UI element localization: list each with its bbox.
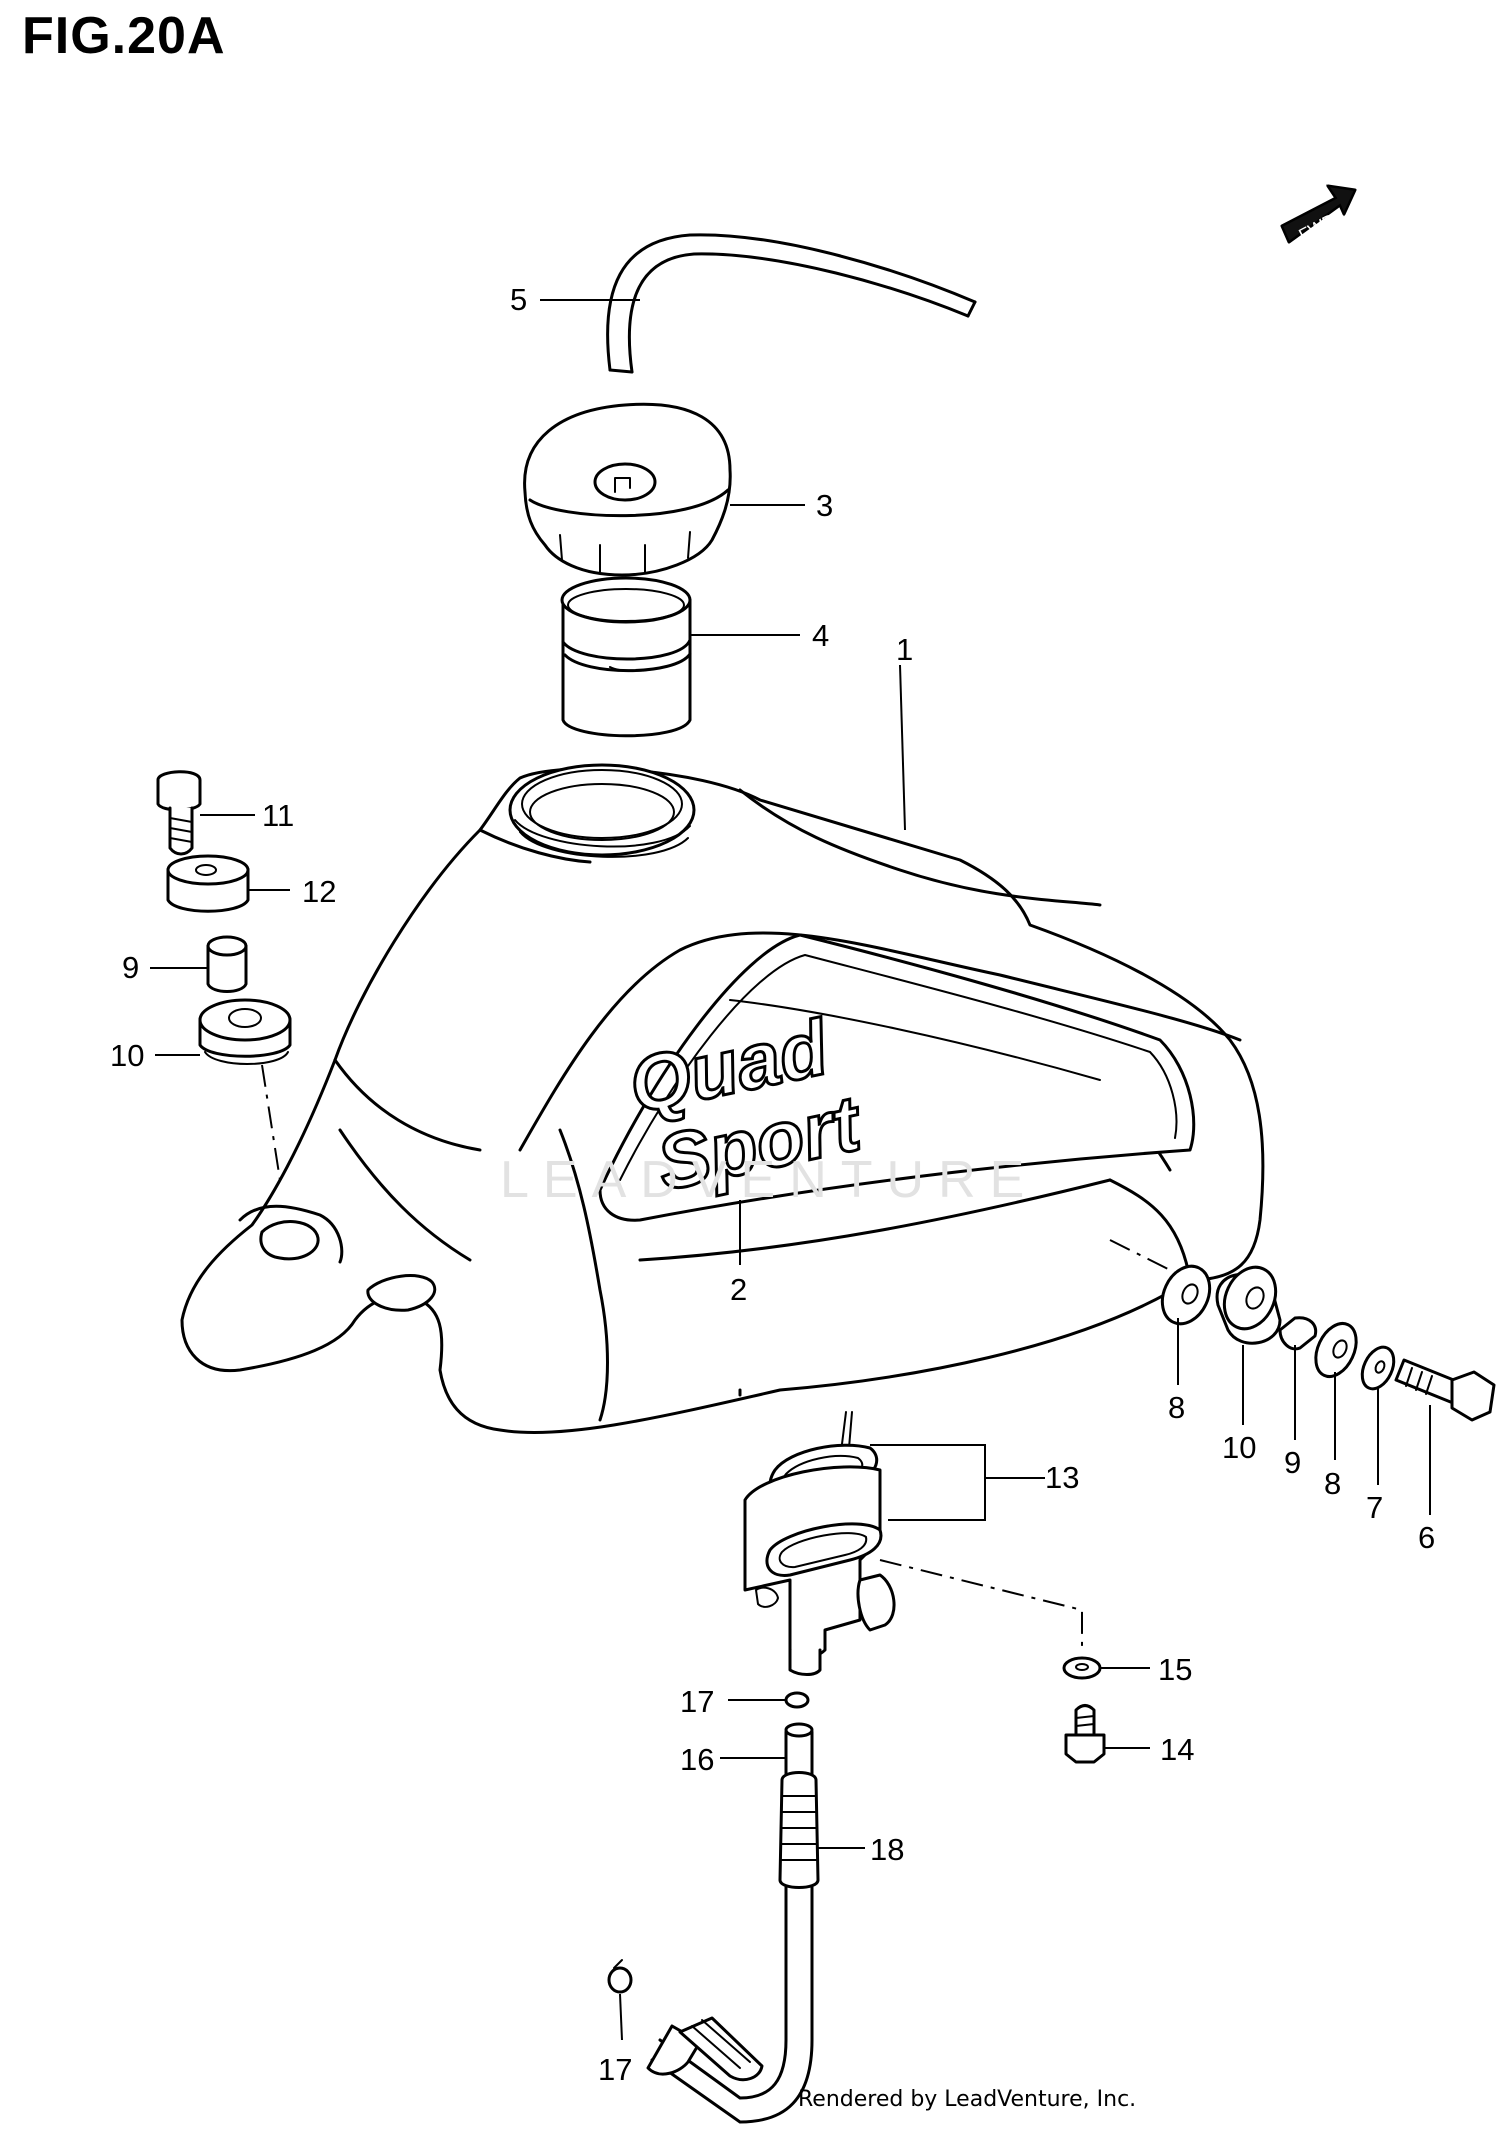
callout-labels: 5 3 4 1 2 11 12 9 10 8 10 9 8 7 6 13 15 … xyxy=(110,282,1435,2087)
callout-18: 18 xyxy=(870,1832,904,1867)
part-17-clamp-lower xyxy=(607,1959,633,1994)
callout-11: 11 xyxy=(262,798,294,833)
callout-1: 1 xyxy=(896,632,913,667)
part-5-breather-hose xyxy=(606,233,977,374)
callout-17-upper: 17 xyxy=(680,1684,714,1719)
callout-3: 3 xyxy=(816,488,833,523)
part-13-fuel-valve xyxy=(738,1388,896,1676)
callout-5: 5 xyxy=(510,282,527,317)
part-14-screw xyxy=(1064,1704,1106,1764)
part-4-filler-neck xyxy=(560,576,692,738)
callout-2: 2 xyxy=(730,1272,747,1307)
part-11-bolt xyxy=(156,770,202,856)
callout-9-left: 9 xyxy=(122,950,139,985)
watermark: LEADVENTURE xyxy=(500,1151,1039,1209)
valve-centerline xyxy=(879,1559,1083,1650)
callout-7: 7 xyxy=(1366,1490,1383,1525)
part-8-washer-right-2 xyxy=(1314,1322,1358,1378)
right-mount-centerline xyxy=(1109,1239,1181,1276)
callout-10-left: 10 xyxy=(110,1038,144,1073)
left-mount-centerline xyxy=(261,1064,281,1181)
callout-9-right: 9 xyxy=(1284,1445,1301,1480)
callout-13: 13 xyxy=(1045,1460,1079,1495)
callout-8-right-1: 8 xyxy=(1168,1390,1185,1425)
figure-title: FIG.20A xyxy=(22,7,226,65)
callout-17-lower: 17 xyxy=(598,2052,632,2087)
part-8-washer-right-1 xyxy=(1160,1264,1212,1326)
part-10-grommet-left xyxy=(198,998,292,1065)
part-7-washer xyxy=(1360,1345,1396,1391)
callout-4: 4 xyxy=(812,618,829,653)
part-16-fuel-hose xyxy=(646,1722,814,2124)
part-6-bolt-right xyxy=(1394,1358,1496,1422)
part-3-fuel-cap xyxy=(523,402,732,577)
part-9-collar-left xyxy=(206,935,248,993)
callout-15: 15 xyxy=(1158,1652,1192,1687)
callout-10-right: 10 xyxy=(1222,1430,1256,1465)
callout-8-right-2: 8 xyxy=(1324,1466,1341,1501)
callout-14: 14 xyxy=(1160,1732,1194,1767)
part-12-cushion xyxy=(166,854,250,913)
part-18-hose-protector xyxy=(678,1771,820,2082)
callout-6: 6 xyxy=(1418,1520,1435,1555)
part-9-collar-right xyxy=(1278,1316,1318,1351)
part-15-washer xyxy=(1062,1656,1102,1680)
callout-16: 16 xyxy=(680,1742,714,1777)
part-10-grommet-right xyxy=(1215,1265,1282,1345)
fwd-arrow-icon: FWD xyxy=(1280,184,1357,245)
callout-12: 12 xyxy=(302,874,336,909)
render-credit: Rendered by LeadVenture, Inc. xyxy=(798,2087,1137,2112)
leader-lines xyxy=(150,299,1431,2041)
part-17-clamp-upper xyxy=(784,1691,810,1709)
